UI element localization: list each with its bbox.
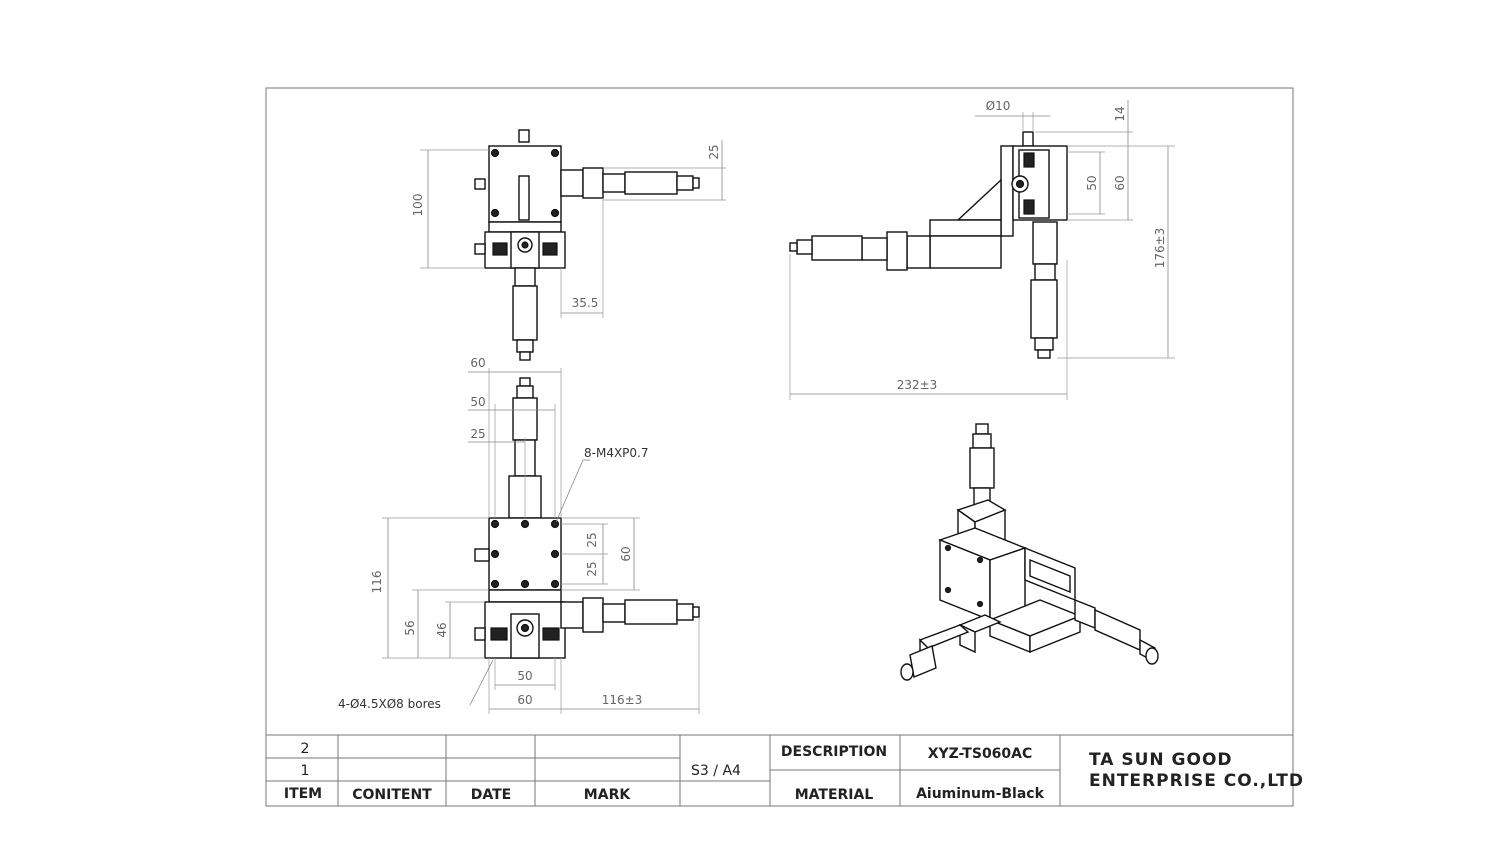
description-value: XYZ-TS060AC xyxy=(928,746,1033,762)
dim-25-top: 25 xyxy=(470,427,485,441)
top-view: 100 25 35.5 xyxy=(411,129,726,361)
title-block: 2 1 ITEM CONITENT DATE MARK S3 / A4 DESC… xyxy=(266,734,1304,806)
dim-35-5: 35.5 xyxy=(572,296,599,310)
drawing-frame xyxy=(265,87,1294,807)
rev-row-1: 1 xyxy=(301,763,310,779)
thread-note: 8-M4XP0.7 xyxy=(584,446,649,460)
material-label: MATERIAL xyxy=(795,787,874,803)
dim-116: 116 xyxy=(370,571,384,594)
dim-50: 50 xyxy=(1085,175,1099,190)
dim-phi10: Ø10 xyxy=(986,99,1011,113)
dim-60-bot: 60 xyxy=(517,693,532,707)
dim-25-a: 25 xyxy=(585,532,599,547)
company-name-line1: TA SUN GOOD xyxy=(1089,750,1233,770)
description-label: DESCRIPTION xyxy=(781,744,887,760)
dim-50-top: 50 xyxy=(470,395,485,409)
header-content: CONITENT xyxy=(352,787,432,803)
material-value: Aiuminum-Black xyxy=(916,786,1045,802)
dim-50-bot: 50 xyxy=(517,669,532,683)
dim-100: 100 xyxy=(411,194,425,217)
company-name-line2: ENTERPRISE CO.,LTD xyxy=(1089,771,1304,791)
isometric-view xyxy=(900,423,1159,681)
dim-25: 25 xyxy=(707,144,721,159)
header-mark: MARK xyxy=(584,787,632,803)
dim-60-right: 60 xyxy=(619,546,633,561)
front-view: 60 50 25 8-M4XP0.7 25 25 60 116 56 46 50 xyxy=(338,356,700,714)
header-date: DATE xyxy=(471,787,511,803)
bores-note: 4-Ø4.5XØ8 bores xyxy=(338,697,441,711)
dim-25-b: 25 xyxy=(585,561,599,576)
side-view: Ø10 14 50 60 176±3 232±3 xyxy=(789,99,1175,400)
dim-56: 56 xyxy=(403,620,417,635)
dim-14: 14 xyxy=(1113,106,1127,121)
dim-46: 46 xyxy=(435,622,449,637)
dim-60-top: 60 xyxy=(470,356,485,370)
dim-60: 60 xyxy=(1113,175,1127,190)
header-item: ITEM xyxy=(284,786,322,802)
dim-232: 232±3 xyxy=(897,378,938,392)
rev-row-2: 2 xyxy=(301,741,310,757)
sheet-size: S3 / A4 xyxy=(691,763,741,779)
dim-116-3: 116±3 xyxy=(602,693,643,707)
dim-176: 176±3 xyxy=(1153,228,1167,269)
